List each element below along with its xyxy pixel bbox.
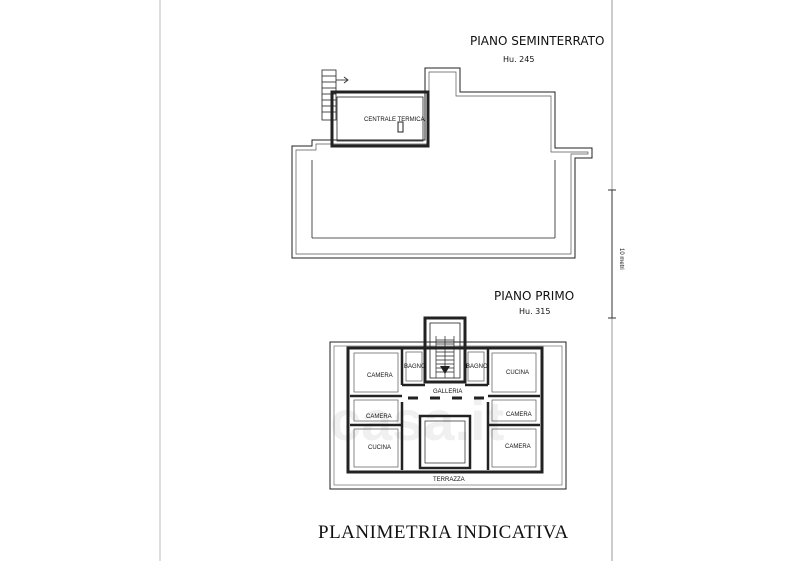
room-label-cucina-ne: CUCINA xyxy=(506,370,529,376)
room-label-cucina-sw: CUCINA xyxy=(368,445,391,451)
room-label-camera-w: CAMERA xyxy=(366,414,392,420)
room-label-camera-e: CAMERA xyxy=(506,412,532,418)
room-label-bagno-e: BAGNO xyxy=(466,364,488,370)
first-floor-title: PIANO PRIMO xyxy=(494,289,574,303)
scale-bar xyxy=(608,189,616,319)
centrale-termica-label: CENTRALE TERMICA xyxy=(364,117,425,123)
room-label-camera-se: CAMERA xyxy=(505,444,531,450)
room-label-camera-nw: CAMERA xyxy=(367,373,393,379)
footer-title: PLANIMETRIA INDICATIVA xyxy=(318,522,569,543)
room-label-bagno-w: BAGNO xyxy=(404,364,426,370)
scale-note: 10 metri xyxy=(618,248,624,270)
first-floor-plan xyxy=(329,316,567,490)
basement-title: PIANO SEMINTERRATO xyxy=(470,34,604,48)
basement-height-note: Hu. 245 xyxy=(503,55,534,64)
room-label-terrazza: TERRAZZA xyxy=(433,477,465,483)
basement-plan xyxy=(291,67,593,259)
first-floor-height-note: Hu. 315 xyxy=(519,307,550,316)
first-floor-stair xyxy=(435,336,455,378)
room-label-galleria: GALLERIA xyxy=(433,389,462,395)
basement-stair xyxy=(321,69,349,121)
